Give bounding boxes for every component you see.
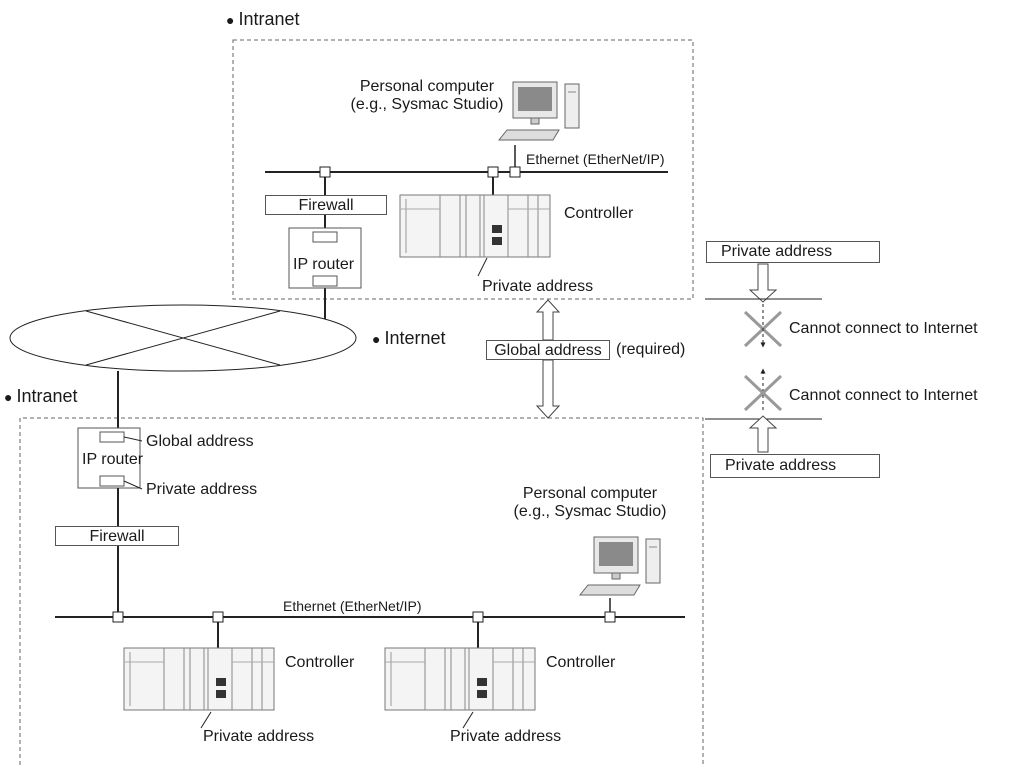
top-controller-icon (399, 194, 551, 258)
bottom-right-controller-icon (384, 647, 536, 711)
bottom-intranet-boundary (19, 417, 704, 765)
bottom-router-private-label: Private address (146, 481, 258, 498)
bottom-router-global-label: Global address (146, 433, 254, 450)
top-ethernet-label: Ethernet (EtherNet/IP) (526, 151, 665, 167)
top-pc-label: Personal computer(e.g., Sysmac Studio) (350, 78, 504, 113)
bullet-icon: ● (372, 331, 381, 347)
bottom-firewall: Firewall (55, 526, 179, 546)
bottom-pc-icon (579, 536, 661, 596)
top-intranet-boundary (232, 39, 694, 300)
bottom-ethernet-label: Ethernet (EtherNet/IP) (283, 598, 422, 614)
bottom-left-controller-label: Controller (285, 654, 355, 671)
right-private-top-box: Private address (706, 241, 880, 263)
right-cannot-bottom-label: Cannot connect to Internet (789, 387, 978, 404)
required-label: (required) (616, 341, 686, 358)
top-intranet-label: ●Intranet (226, 9, 300, 29)
bottom-right-private-label: Private address (450, 728, 562, 745)
bottom-left-controller-icon (123, 647, 275, 711)
internet-label: ●Internet (372, 328, 446, 348)
bottom-pc-label: Personal computer(e.g., Sysmac Studio) (513, 485, 667, 520)
bottom-intranet-label: ●Intranet (4, 386, 78, 406)
bottom-left-private-label: Private address (203, 728, 315, 745)
top-controller-label: Controller (564, 205, 634, 222)
bottom-ip-router-label: IP router (82, 451, 144, 468)
top-private-address-label: Private address (482, 278, 594, 295)
bullet-icon: ● (4, 389, 13, 405)
top-ip-router-label: IP router (293, 256, 355, 273)
top-firewall: Firewall (265, 195, 387, 215)
right-private-bottom-box: Private address (710, 454, 880, 478)
global-address-box: Global address (486, 340, 610, 360)
right-cannot-top-label: Cannot connect to Internet (789, 320, 978, 337)
bullet-icon: ● (226, 12, 235, 28)
bottom-right-controller-label: Controller (546, 654, 616, 671)
